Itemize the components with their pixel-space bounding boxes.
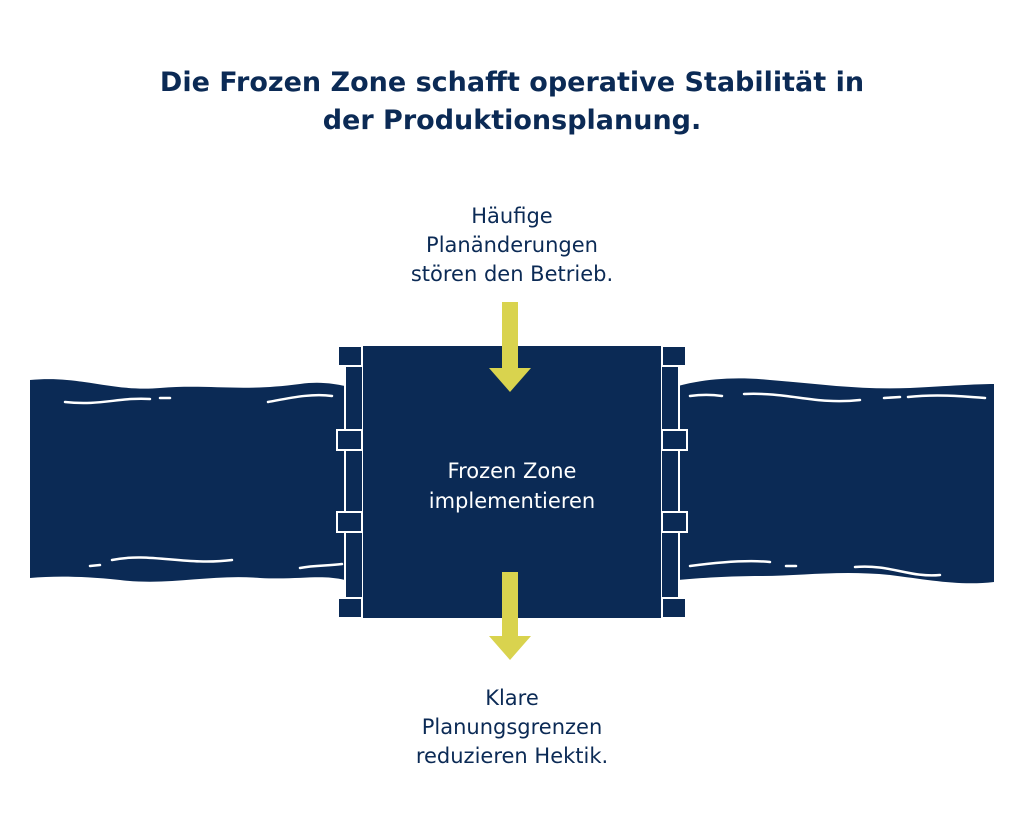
right-pillar-bracket-1	[661, 429, 688, 451]
center-label: Frozen Zone implementieren	[362, 456, 662, 516]
left-wave-dash-bottom	[88, 563, 102, 568]
center-label-line-1: Frozen Zone	[447, 459, 577, 483]
bottom-caption: Klare Planungsgrenzen reduzieren Hektik.	[312, 684, 712, 771]
left-pillar-bracket-2	[336, 511, 363, 533]
left-wave-line-top-2	[266, 393, 334, 404]
left-wave-line-bottom	[110, 556, 234, 563]
left-river-band	[30, 379, 345, 582]
left-pillar-cap-bottom	[337, 597, 363, 619]
top-caption: Häufige Planänderungen stören den Betrie…	[312, 202, 712, 289]
right-wave-line-bottom	[688, 559, 772, 568]
title-line-2: der Produktionsplanung.	[322, 105, 702, 136]
bottom-caption-line-3: reduzieren Hektik.	[415, 744, 609, 768]
incoming-arrow-head	[489, 368, 531, 392]
outgoing-arrow-shaft	[502, 572, 518, 638]
top-caption-line-2: Planänderungen	[426, 233, 598, 257]
right-river-band	[678, 378, 994, 584]
right-wave-line-top-2	[742, 392, 862, 403]
right-pillar-bracket-2	[661, 511, 688, 533]
right-wave-line-top-3	[906, 394, 987, 400]
right-wave-line-top	[688, 393, 724, 398]
outgoing-arrow-head	[489, 636, 531, 660]
top-caption-line-1: Häufige	[471, 204, 553, 228]
incoming-arrow-shaft	[502, 302, 518, 370]
right-wave-line-bottom-2	[853, 565, 942, 577]
right-pillar-cap-top	[661, 345, 687, 367]
title-line-1: Die Frozen Zone schafft operative Stabil…	[159, 67, 865, 98]
top-caption-line-3: stören den Betrieb.	[410, 262, 614, 286]
bottom-caption-line-1: Klare	[485, 686, 539, 710]
right-wave-dash-top	[882, 395, 902, 400]
left-pillar	[344, 365, 364, 599]
left-wave-line-bottom-2	[298, 562, 344, 570]
page-title: Die Frozen Zone schafft operative Stabil…	[112, 64, 912, 140]
left-pillar-cap-top	[337, 345, 363, 367]
center-label-line-2: implementieren	[428, 489, 596, 513]
right-pillar	[660, 365, 680, 599]
left-pillar-bracket-1	[336, 429, 363, 451]
right-pillar-cap-bottom	[661, 597, 687, 619]
left-wave-line-top	[63, 397, 152, 405]
bottom-caption-line-2: Planungsgrenzen	[421, 715, 603, 739]
